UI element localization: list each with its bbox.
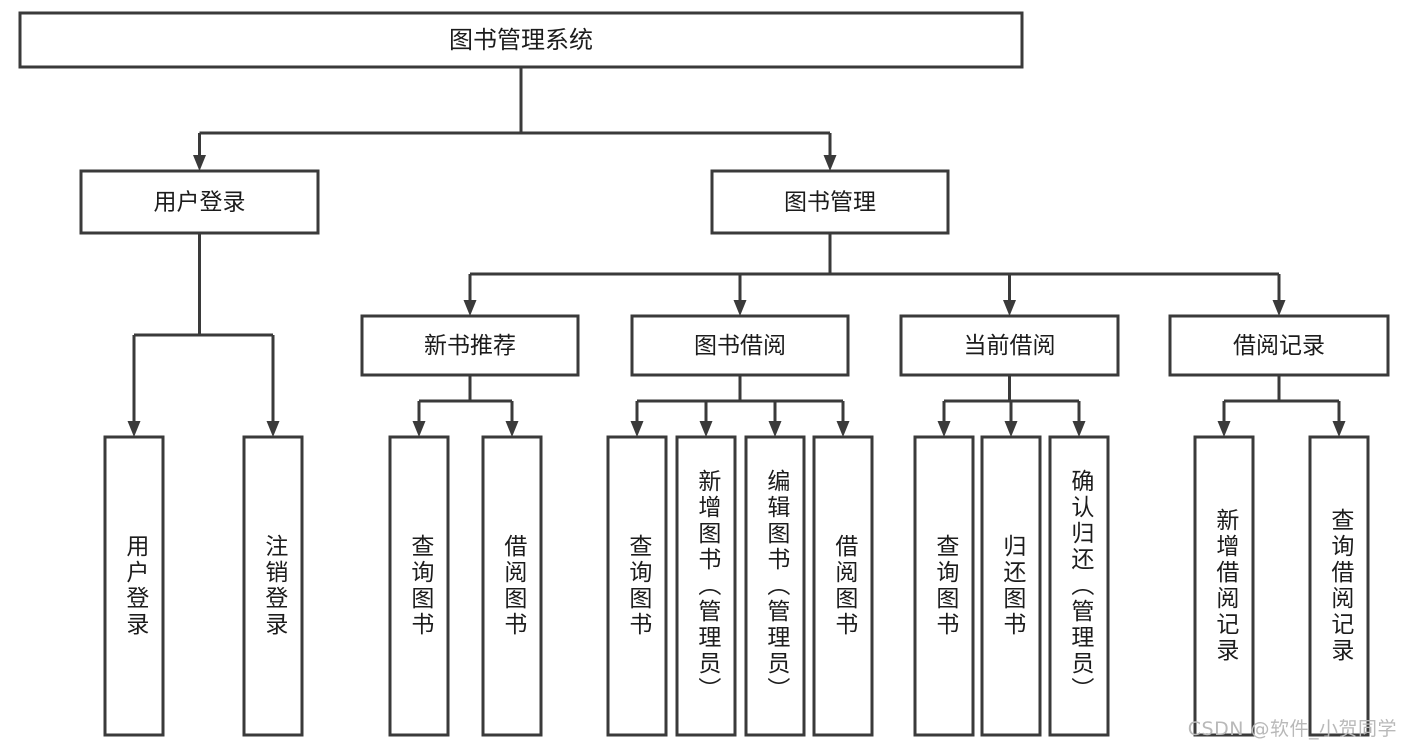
node-label-root: 图书管理系统 — [449, 26, 593, 54]
node-label-user-login: 用户登录 — [154, 190, 246, 216]
node-label-borrow-record: 借阅记录 — [1233, 333, 1325, 359]
arrow-head-icon — [836, 421, 850, 437]
arrow-head-icon — [412, 421, 426, 437]
node-box-current-borrow[interactable] — [899, 314, 1120, 377]
node-box-leaf-add-record[interactable] — [1193, 435, 1255, 737]
node-box-book-manage[interactable] — [710, 169, 950, 235]
node-box-leaf-query-book-2[interactable] — [606, 435, 668, 737]
arrow-head-icon — [1004, 421, 1018, 437]
node-box-leaf-borrow-book-1[interactable] — [481, 435, 543, 737]
node-box-leaf-return-book[interactable] — [980, 435, 1042, 737]
node-box-leaf-query-book-1[interactable] — [388, 435, 450, 737]
node-box-leaf-confirm-return[interactable] — [1048, 435, 1110, 737]
watermark-text: CSDN @软件_小贺同学 — [1187, 718, 1397, 740]
arrow-head-icon — [193, 155, 206, 171]
node-box-borrow-record[interactable] — [1168, 314, 1390, 377]
node-box-leaf-logout[interactable] — [242, 435, 304, 737]
arrow-head-icon — [266, 421, 280, 437]
arrow-head-icon — [127, 421, 141, 437]
node-label-new-book-recommend: 新书推荐 — [424, 333, 516, 359]
arrow-head-icon — [1332, 421, 1346, 437]
node-box-leaf-query-book-3[interactable] — [913, 435, 975, 737]
node-box-leaf-borrow-book-2[interactable] — [812, 435, 874, 737]
arrow-head-icon — [630, 421, 644, 437]
node-box-root[interactable] — [18, 11, 1024, 69]
arrow-head-icon — [1272, 300, 1286, 316]
arrow-head-icon — [768, 421, 782, 437]
node-box-leaf-edit-book[interactable] — [744, 435, 806, 737]
node-label-book-borrow: 图书借阅 — [694, 333, 786, 359]
connector-layer — [127, 67, 1346, 437]
arrow-head-icon — [463, 300, 477, 316]
arrow-head-icon — [1217, 421, 1231, 437]
arrow-head-icon — [505, 421, 519, 437]
node-box-leaf-user-login[interactable] — [103, 435, 165, 737]
node-box-book-borrow[interactable] — [630, 314, 850, 377]
node-box-user-login[interactable] — [79, 169, 320, 235]
node-box-leaf-add-book[interactable] — [675, 435, 737, 737]
node-box-layer — [18, 11, 1390, 737]
arrow-head-icon — [1003, 300, 1016, 316]
arrow-head-icon — [937, 421, 951, 437]
node-label-current-borrow: 当前借阅 — [964, 333, 1056, 359]
arrow-head-icon — [699, 421, 713, 437]
arrow-head-icon — [733, 300, 747, 316]
node-box-leaf-query-record[interactable] — [1308, 435, 1370, 737]
node-box-new-book-recommend[interactable] — [360, 314, 580, 377]
arrow-head-icon — [823, 155, 837, 171]
node-label-book-manage: 图书管理 — [784, 190, 876, 216]
arrow-head-icon — [1072, 421, 1086, 437]
